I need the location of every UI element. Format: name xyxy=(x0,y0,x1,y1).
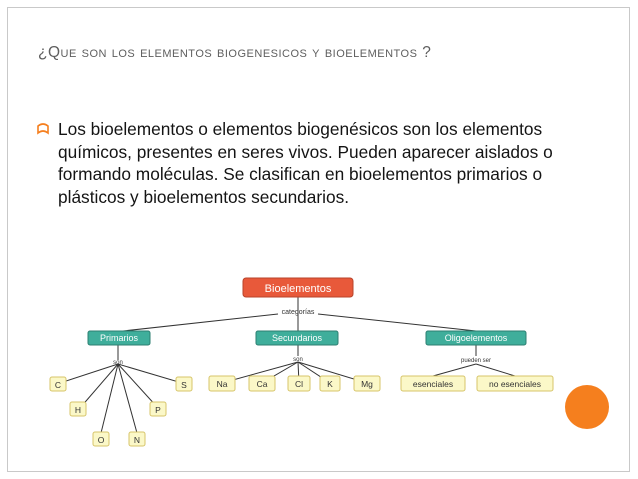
leaf-cl-box xyxy=(287,375,311,392)
curved-arrow-bullet-icon xyxy=(37,123,49,135)
leaf-no-esenciales-label: no esenciales xyxy=(489,379,541,389)
body-paragraph: Los bioelementos o elementos biogenésico… xyxy=(58,119,553,207)
leaf-c-label: C xyxy=(55,380,61,390)
node-primarios-label: Primarios xyxy=(100,333,139,343)
leaf-esenciales-box xyxy=(400,375,466,392)
node-root-label: Bioelementos xyxy=(265,283,332,295)
leaf-s-label: S xyxy=(181,380,187,390)
leaf-h-label: H xyxy=(75,405,81,415)
leaf-k-label: K xyxy=(327,379,333,389)
leaf-k-box xyxy=(319,375,341,392)
link-label-son-secundarios: son xyxy=(293,357,303,363)
leaf-n-box xyxy=(128,431,146,447)
node-root: Bioelementos xyxy=(242,277,354,298)
leaf-mg-box xyxy=(353,375,381,392)
leaf-no-esenciales-box xyxy=(476,375,554,392)
link-label-pueden-ser: pueden ser xyxy=(461,358,491,364)
leaf-s-box xyxy=(175,376,193,392)
slide-title: ¿Que son los elementos biogenesicos y bi… xyxy=(38,44,432,61)
node-secundarios-label: Secundarios xyxy=(272,333,323,343)
leaf-h-box xyxy=(69,401,87,417)
leaf-o-box xyxy=(92,431,110,447)
node-oligoelementos-label: Oligoelementos xyxy=(445,333,508,343)
slide-frame xyxy=(7,7,630,472)
connector-lines xyxy=(59,297,516,434)
node-primarios: Primarios xyxy=(87,330,151,346)
leaf-mg-label: Mg xyxy=(361,379,373,389)
leaf-cl-label: Cl xyxy=(295,379,303,389)
link-label-son-primarios: son xyxy=(113,360,123,366)
leaf-na-label: Na xyxy=(217,379,228,389)
node-secundarios: Secundarios xyxy=(255,330,339,346)
leaf-esenciales-label: esenciales xyxy=(413,379,453,389)
link-label-categorias: categorías xyxy=(282,309,315,316)
leaf-n-label: N xyxy=(134,435,140,445)
leaf-p-box xyxy=(149,401,167,417)
orange-circle-decoration xyxy=(565,385,609,429)
leaf-na-box xyxy=(208,375,236,392)
leaf-ca-box xyxy=(248,375,276,392)
leaf-o-label: O xyxy=(98,435,105,445)
leaf-p-label: P xyxy=(155,405,161,415)
leaf-c-box xyxy=(49,376,67,392)
leaf-ca-label: Ca xyxy=(257,379,268,389)
node-oligoelementos: Oligoelementos xyxy=(425,330,527,346)
